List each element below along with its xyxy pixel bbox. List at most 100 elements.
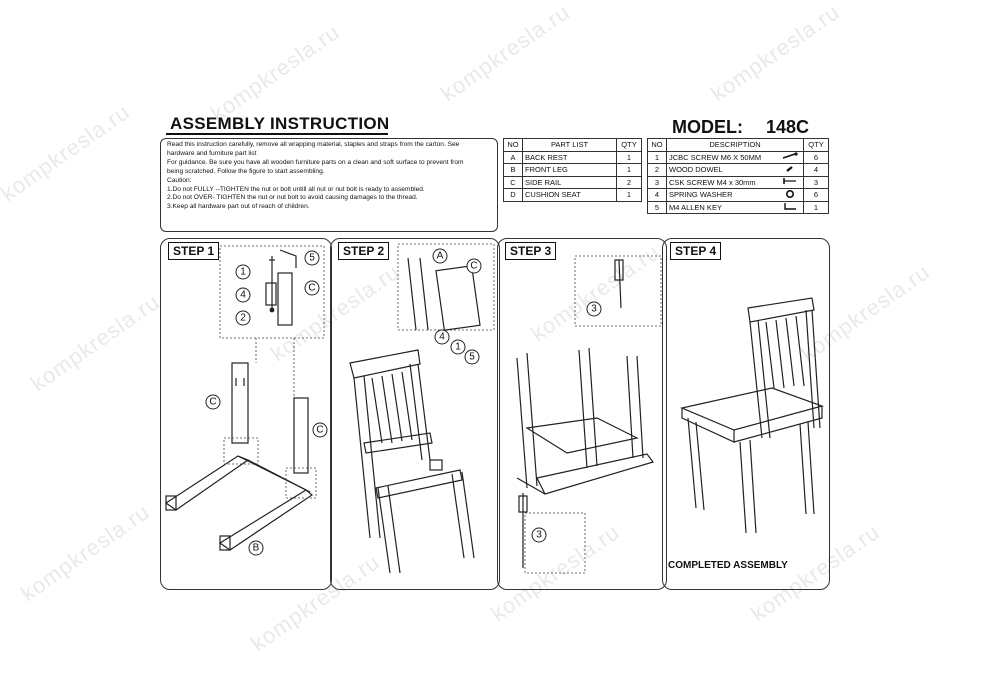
callout-a: A	[432, 248, 448, 264]
step-3-label: STEP 3	[505, 242, 557, 260]
washer-icon	[777, 188, 804, 202]
part-qty: 2	[616, 175, 642, 189]
callout-c: C	[205, 394, 221, 410]
hardware-desc: M4 ALLEN KEY	[666, 200, 777, 214]
step-4-panel	[662, 238, 830, 590]
part-name: BACK REST	[522, 150, 617, 164]
table-header-row: NO PART LIST QTY	[503, 138, 642, 152]
watermark: kompkresla.ru	[0, 99, 135, 207]
callout-3-text: 3	[591, 304, 597, 315]
table-row: D CUSHION SEAT 1	[503, 188, 642, 202]
callout-3: 3	[586, 301, 602, 317]
part-name: CUSHION SEAT	[522, 188, 617, 202]
hardware-qty: 3	[803, 175, 829, 189]
callout-c-text: C	[316, 425, 323, 436]
csk-screw-icon	[777, 175, 804, 189]
step-1-callouts: C C B 1 4 2 5 C	[205, 250, 328, 556]
callout-c-text: C	[209, 397, 216, 408]
part-no: A	[503, 150, 523, 164]
table-row: 4 SPRING WASHER 6	[647, 188, 829, 202]
page-title: ASSEMBLY INSTRUCTION	[170, 114, 390, 133]
callout-3-text: 3	[536, 530, 542, 541]
callout-1-text: 1	[240, 267, 246, 278]
hardware-no: 5	[647, 200, 667, 214]
hardware-desc: CSK SCREW M4 x 30mm	[666, 175, 777, 189]
instructions-box: Read this instruction carefully, remove …	[160, 138, 498, 232]
callout-1: 1	[450, 339, 466, 355]
part-no: B	[503, 163, 523, 177]
watermark: kompkresla.ru	[436, 0, 575, 107]
part-name: SIDE RAIL	[522, 175, 617, 189]
step-3-panel	[497, 238, 667, 590]
callout-4: 4	[235, 287, 251, 303]
hardware-no: 2	[647, 163, 667, 177]
callout-1-text: 1	[455, 342, 461, 353]
step-1-panel	[160, 238, 332, 590]
instruction-line: 1.Do not FULLY --TIGHTEN the nut or bolt…	[167, 185, 425, 193]
watermark: kompkresla.ru	[16, 499, 155, 607]
part-list-table: NO PART LIST QTY A BACK REST 1 B FRONT L…	[503, 138, 642, 202]
hardware-qty: 1	[803, 200, 829, 214]
instruction-line: For guidance. Be sure you have all woode…	[167, 158, 464, 166]
instruction-line: being scratched. Follow the figure to st…	[167, 167, 325, 175]
part-qty: 1	[616, 163, 642, 177]
step-3-diagram	[516, 255, 662, 574]
hardware-qty: 4	[803, 163, 829, 177]
table-row: 3 CSK SCREW M4 x 30mm 3	[647, 175, 829, 189]
watermark: kompkresla.ru	[706, 0, 845, 107]
watermark: kompkresla.ru	[26, 289, 165, 397]
callout-c: C	[304, 280, 320, 296]
callout-5-text: 5	[309, 253, 315, 264]
hardware-desc: WOOD DOWEL	[666, 163, 777, 177]
callout-5-text: 5	[469, 352, 475, 363]
table-row: 1 JCBC SCREW M6 X 50MM 6	[647, 150, 829, 164]
callout-c: C	[466, 258, 482, 274]
dowel-icon	[777, 163, 804, 177]
column-header: QTY	[803, 138, 829, 152]
callout-5: 5	[464, 349, 480, 365]
callout-c-text: C	[308, 283, 315, 294]
instruction-line: Caution:	[167, 176, 192, 184]
callout-4-text: 4	[240, 290, 246, 301]
part-name: FRONT LEG	[522, 163, 617, 177]
title-underline	[166, 133, 388, 135]
callout-c: C	[312, 422, 328, 438]
callout-c-text: C	[470, 261, 477, 272]
step-1-diagram	[164, 245, 325, 551]
callout-a-text: A	[437, 251, 444, 262]
hardware-desc: SPRING WASHER	[666, 188, 777, 202]
column-header: PART LIST	[522, 138, 617, 152]
hardware-qty: 6	[803, 150, 829, 164]
callout-2-text: 2	[240, 313, 246, 324]
table-row: 5 M4 ALLEN KEY 1	[647, 200, 829, 214]
part-no: C	[503, 175, 523, 189]
model-label: MODEL:	[672, 117, 743, 137]
callout-1: 1	[235, 264, 251, 280]
callout-4-text: 4	[439, 332, 445, 343]
hardware-no: 3	[647, 175, 667, 189]
step-3-callouts: 3 3	[531, 301, 602, 543]
model-number: 148C	[766, 117, 810, 137]
part-no: D	[503, 188, 523, 202]
allen-key-icon	[777, 200, 804, 214]
callout-b-text: B	[253, 543, 260, 554]
step-2-panel	[330, 238, 500, 590]
table-header-row: NO DESCRIPTION QTY	[647, 138, 829, 152]
step-2-label: STEP 2	[338, 242, 390, 260]
table-row: B FRONT LEG 1	[503, 163, 642, 177]
callout-b: B	[248, 540, 264, 556]
callout-5: 5	[304, 250, 320, 266]
column-header: NO	[647, 138, 667, 152]
callout-4: 4	[434, 329, 450, 345]
instruction-line: hardware and furniture part list	[167, 149, 257, 157]
hardware-desc: JCBC SCREW M6 X 50MM	[666, 150, 777, 164]
part-qty: 1	[616, 150, 642, 164]
callout-3: 3	[531, 527, 547, 543]
instruction-line: 3.Keep all hardware part out of reach of…	[167, 203, 310, 211]
instruction-line: Read this instruction carefully, remove …	[167, 141, 460, 148]
hardware-no: 4	[647, 188, 667, 202]
table-row: 2 WOOD DOWEL 4	[647, 163, 829, 177]
part-qty: 1	[616, 188, 642, 202]
column-header: DESCRIPTION	[666, 138, 804, 152]
completed-assembly-caption: COMPLETED ASSEMBLY	[668, 560, 788, 571]
